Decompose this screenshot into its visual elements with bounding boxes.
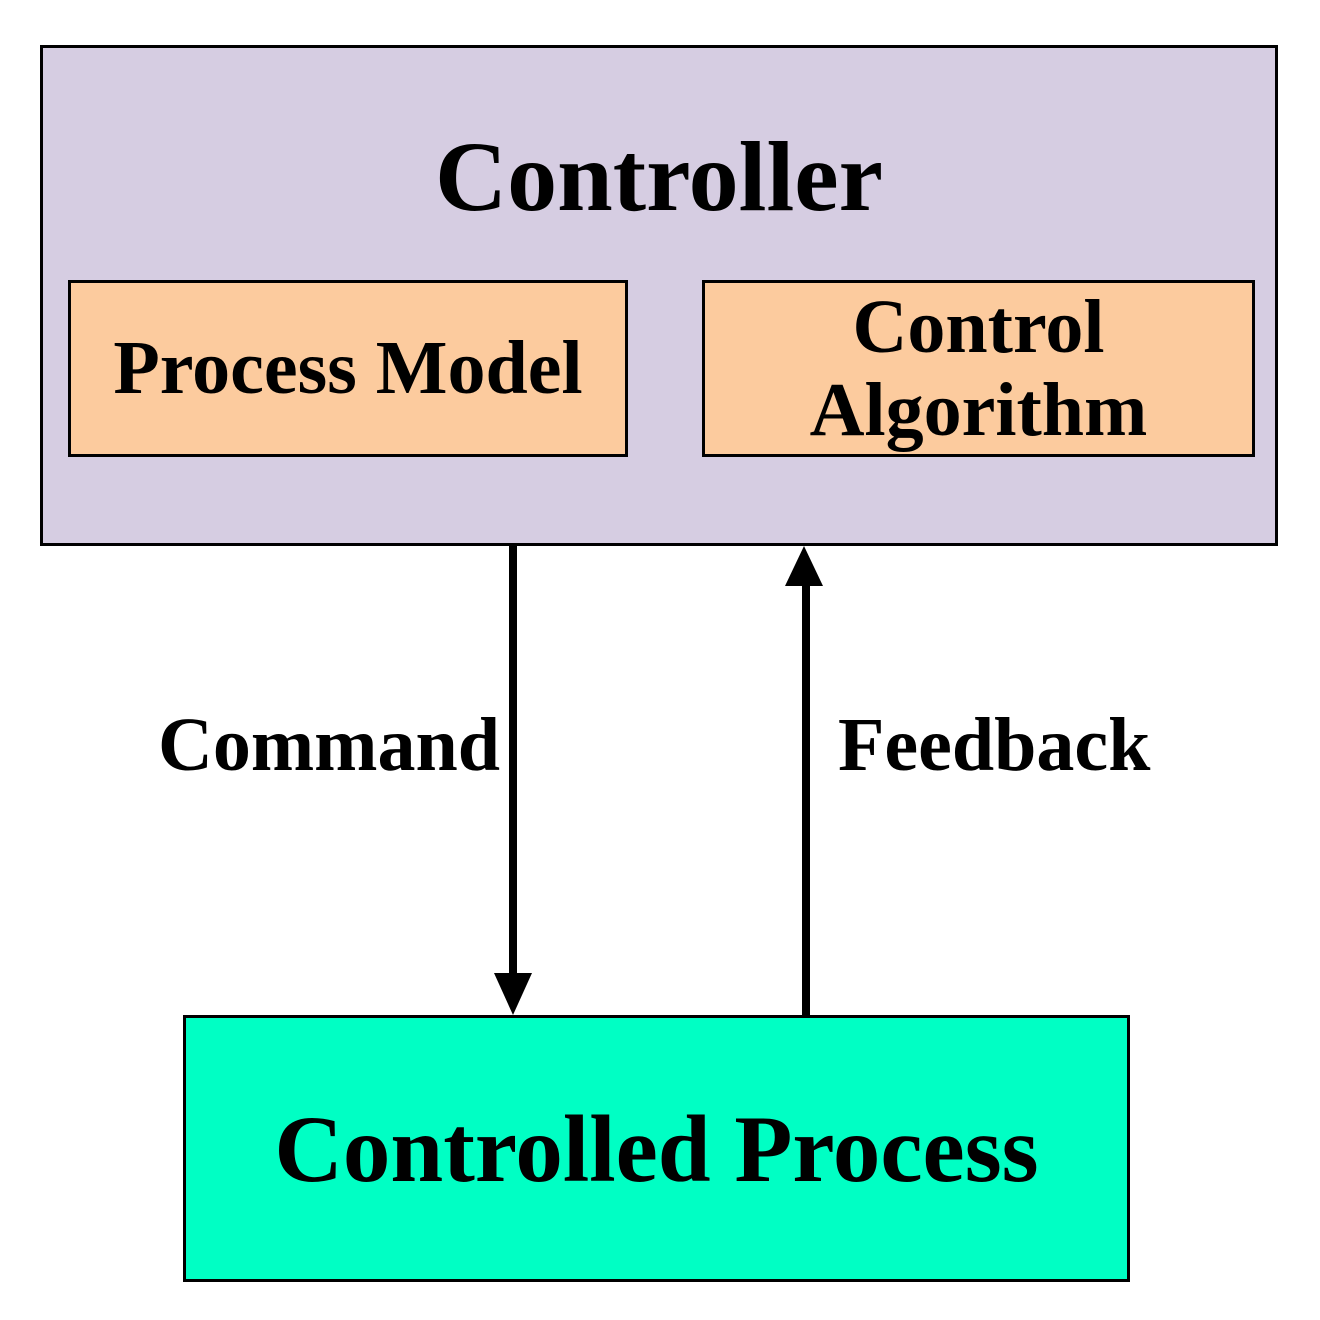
command-arrow-line — [509, 546, 517, 978]
feedback-arrow-line — [802, 580, 810, 1015]
controlled-process-label: Controlled Process — [274, 1095, 1039, 1202]
controller-box: Controller Process Model Control Algorit… — [40, 45, 1278, 546]
feedback-label: Feedback — [838, 703, 1151, 787]
command-arrowhead-icon — [494, 973, 532, 1015]
control-algorithm-label: Control Algorithm — [809, 285, 1148, 452]
feedback-arrowhead-icon — [785, 546, 823, 586]
controller-title: Controller — [434, 121, 884, 232]
command-label: Command — [157, 703, 500, 787]
controlled-process-box: Controlled Process — [183, 1015, 1130, 1282]
process-model-label: Process Model — [113, 326, 583, 411]
control-algorithm-box: Control Algorithm — [702, 280, 1255, 457]
process-model-box: Process Model — [68, 280, 628, 457]
